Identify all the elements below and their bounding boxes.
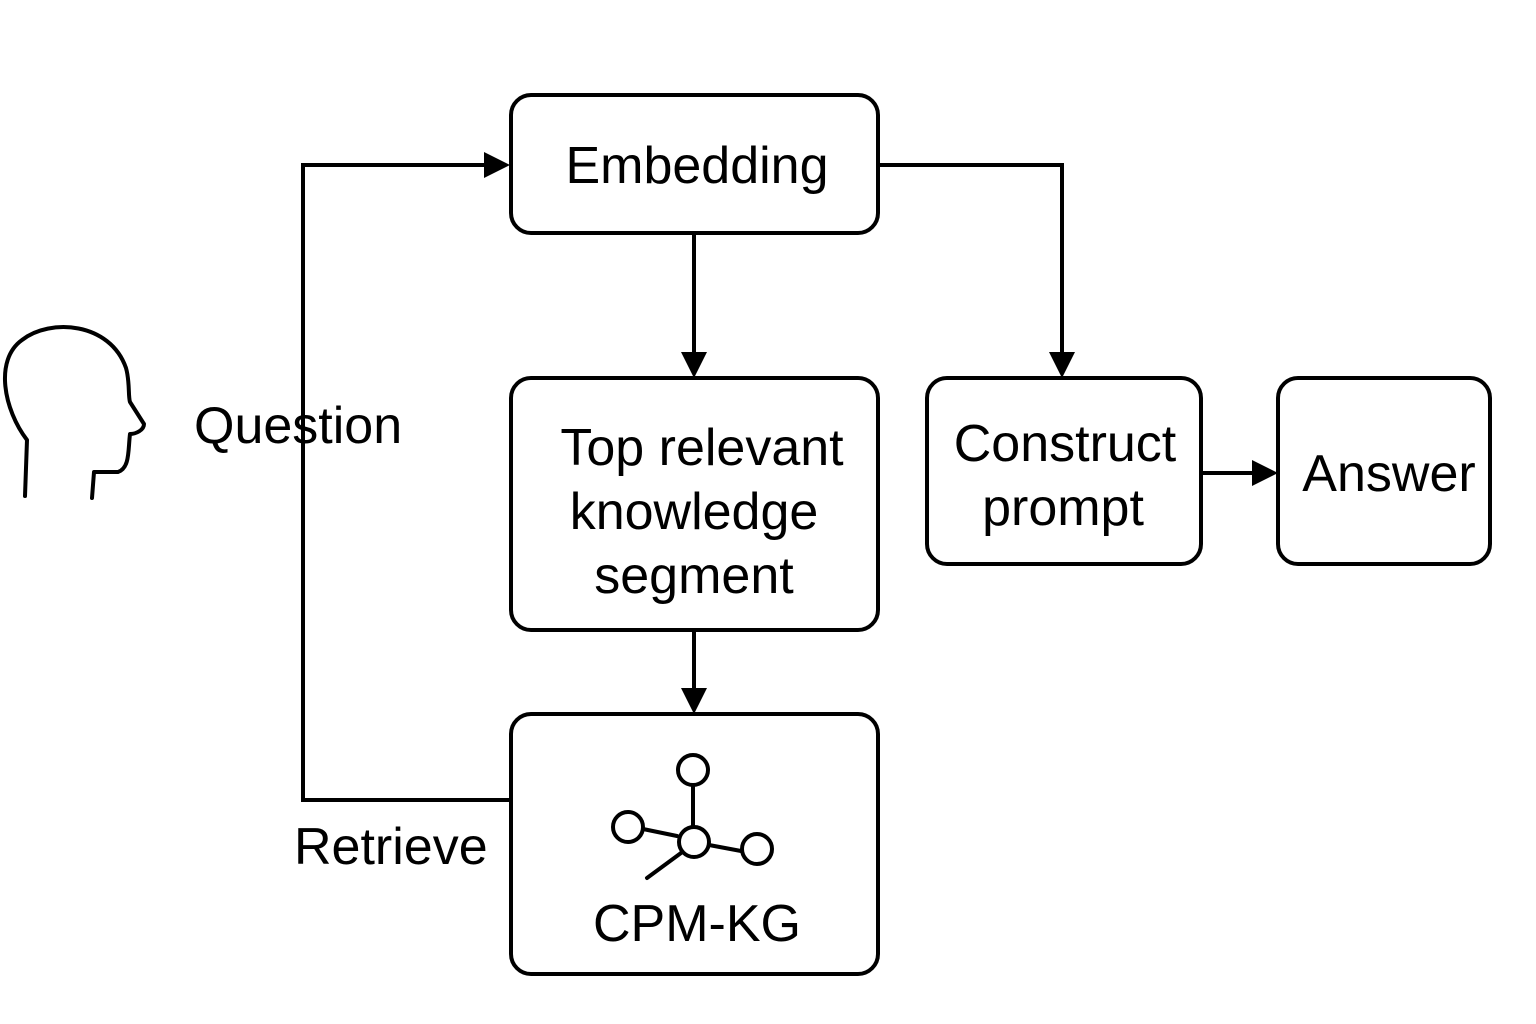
embedding-label: Embedding	[565, 137, 828, 195]
construct-prompt-label-line-1: Construct	[954, 415, 1177, 473]
question-label: Question	[194, 397, 402, 455]
embedding-to-construct-prompt-arrow	[878, 163, 1075, 378]
answer-label: Answer	[1302, 445, 1475, 503]
construct-prompt-to-answer-arrow	[1201, 460, 1278, 486]
question-to-embedding-arrow	[301, 152, 510, 802]
top-relevant-to-kg-arrow	[681, 630, 707, 714]
top-relevant-label-line-1: Top relevant	[560, 419, 844, 477]
knowledge-graph-label: CPM-KG	[593, 895, 801, 953]
top-relevant-label-line-2: knowledge	[570, 483, 819, 541]
construct-prompt-label-line-2: prompt	[982, 479, 1144, 537]
graph-network-icon	[611, 753, 774, 880]
person-head-icon	[2, 325, 146, 500]
top-relevant-label-line-3: segment	[594, 547, 794, 605]
top-relevant-segment-node: Top relevant knowledge segment	[509, 376, 880, 632]
embedding-to-top-relevant-arrow	[681, 233, 707, 378]
knowledge-graph-node: CPM-KG	[509, 712, 880, 976]
retrieve-label: Retrieve	[294, 818, 488, 876]
answer-node: Answer	[1276, 376, 1492, 566]
embedding-node: Embedding	[509, 93, 880, 235]
construct-prompt-node: Construct prompt	[925, 376, 1203, 566]
